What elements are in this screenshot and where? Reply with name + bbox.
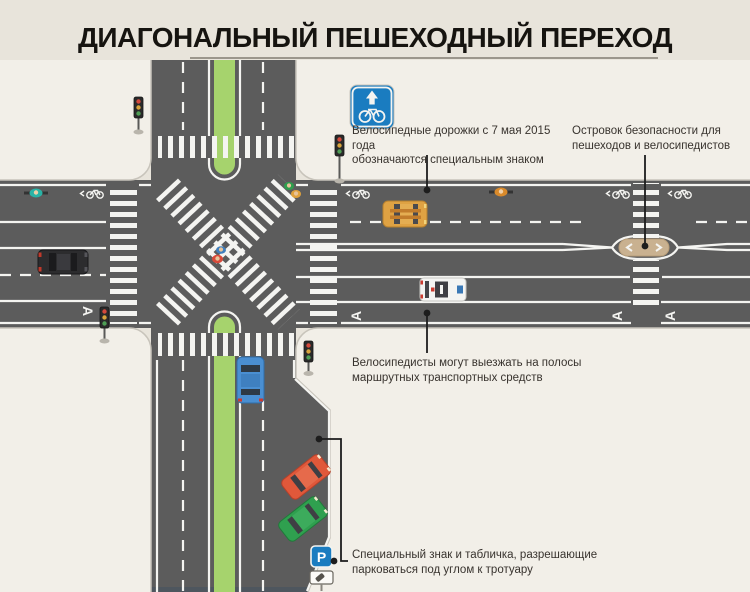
traffic-light-icon <box>133 96 144 135</box>
crosswalk-island-top <box>633 183 659 238</box>
callouts <box>315 155 649 565</box>
traffic-light-icon <box>334 134 345 184</box>
title-divider <box>190 57 658 59</box>
vehicles <box>37 200 467 542</box>
cyclist-orange <box>489 187 513 197</box>
bike-lane-symbols <box>79 189 692 199</box>
signs: P <box>309 84 395 591</box>
annotation-parking: Специальный знак и табличка, разрешающие… <box>352 548 602 577</box>
parking-sign-icon: P <box>309 545 334 591</box>
pedestrians-northeast <box>284 182 301 198</box>
bike-symbol-icon <box>605 189 630 199</box>
traffic-light-icon <box>99 306 110 344</box>
annotation-line: пешеходов и велосипедистов <box>572 139 731 152</box>
bike-symbol-icon <box>667 189 692 199</box>
bus-lane-letter-east-2: А <box>609 311 625 321</box>
callout-bike-sign <box>423 155 431 194</box>
car-dark <box>37 249 89 275</box>
parking-sign-letter: P <box>317 549 326 565</box>
lane-markings <box>0 62 750 592</box>
island-chevron-left <box>625 243 633 252</box>
annotation-bike-sign: Велосипедные дорожки с 7 мая 2015 года о… <box>352 124 572 168</box>
callout-parking <box>315 435 348 565</box>
car-taxi <box>382 200 428 228</box>
callout-bus-lane <box>423 309 431 353</box>
bike-lane-sign-icon <box>349 84 395 130</box>
bus-lane-letter-east-3: А <box>662 311 678 321</box>
cyclist-teal <box>24 188 48 198</box>
annotation-line: Велосипедисты могут выезжать на полосы <box>352 357 582 369</box>
sidewalk-corners <box>0 60 750 592</box>
annotation-line: парковаться под углом к тротуару <box>352 563 533 576</box>
bus-lane-markings: А А А А <box>80 306 678 321</box>
median-strips <box>207 60 242 592</box>
car-minibus <box>419 277 467 302</box>
bike-symbol-icon <box>79 189 104 199</box>
car-green-parked <box>278 496 329 542</box>
pedestrians-center <box>212 246 226 264</box>
annotation-line: обозначаются специальным знаком <box>352 154 544 166</box>
crosswalk-diagonal-2 <box>152 174 300 330</box>
callout-island <box>641 155 649 250</box>
car-blue <box>236 356 265 404</box>
people <box>24 182 513 264</box>
car-red-parked <box>281 454 332 500</box>
annotation-bus-lane: Велосипедисты могут выезжать на полосы м… <box>352 356 592 385</box>
page-title: ДИАГОНАЛЬНЫЙ ПЕШЕХОДНЫЙ ПЕРЕХОД <box>77 22 673 53</box>
image-bottom-strip <box>128 587 356 592</box>
annotation-line: маршрутных транспортных средств <box>352 371 543 384</box>
bus-lane-letter-east-1: А <box>348 311 364 321</box>
crosswalk-south <box>158 333 294 356</box>
annotation-line: Велосипедные дорожки с 7 мая 2015 года <box>352 125 551 152</box>
annotation-line: Специальный знак и табличка, разрешающие <box>352 549 598 561</box>
crosswalks <box>110 136 659 356</box>
crosswalk-island-bottom <box>633 260 659 310</box>
crosswalk-west <box>110 184 137 324</box>
traffic-lights <box>99 96 345 376</box>
crosswalk-east <box>310 184 337 324</box>
island-chevron-right <box>655 243 663 252</box>
bus-lane-letter-west: А <box>80 306 96 316</box>
annotation-line: Островок безопасности для <box>572 125 721 137</box>
crosswalk-north <box>158 136 294 158</box>
annotation-island: Островок безопасности для пешеходов и ве… <box>572 124 737 153</box>
bike-symbol-icon <box>345 189 370 199</box>
traffic-light-icon <box>303 340 314 376</box>
